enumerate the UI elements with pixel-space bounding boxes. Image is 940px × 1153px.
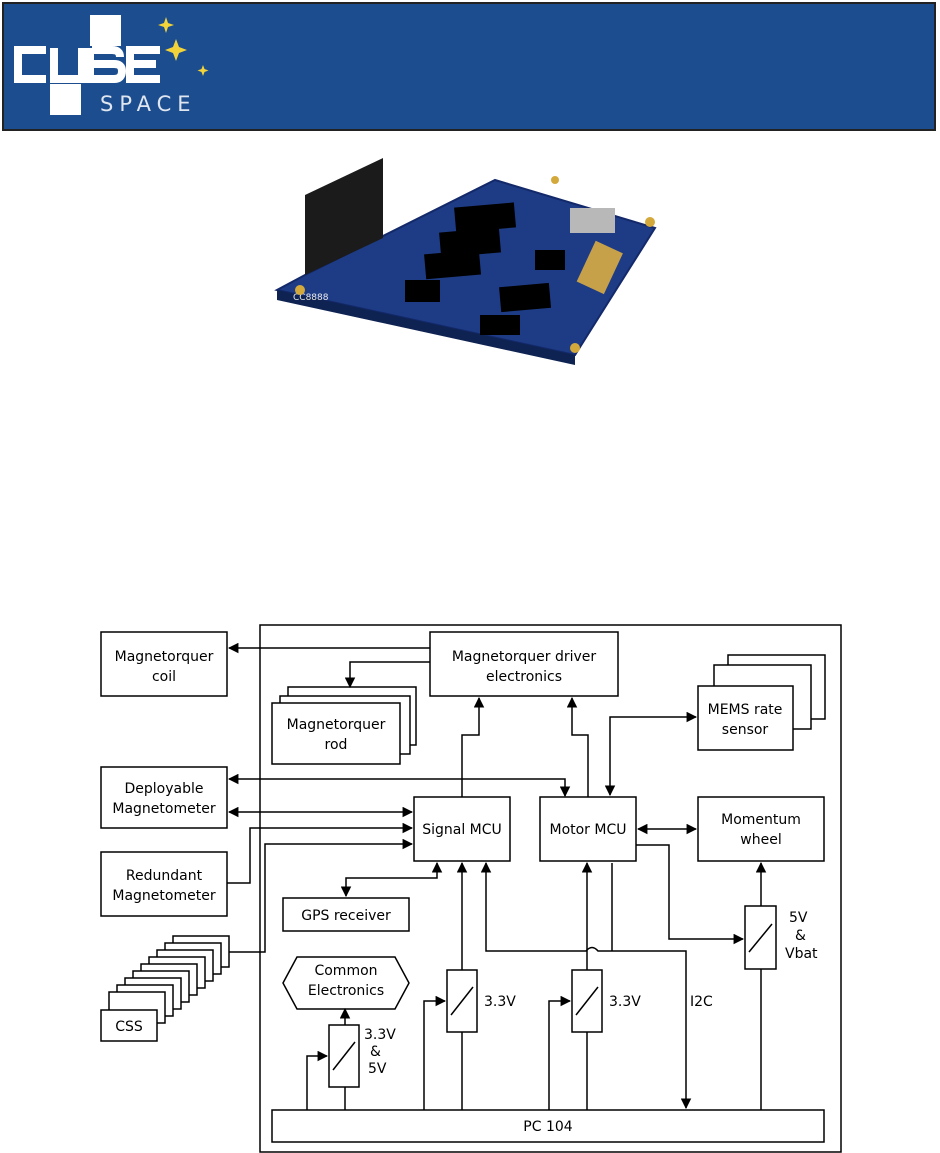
svg-text:3.3V: 3.3V bbox=[484, 994, 516, 1010]
svg-text:Magnetometer: Magnetometer bbox=[112, 888, 215, 904]
svg-text:Magnetometer: Magnetometer bbox=[112, 801, 215, 817]
block-mems bbox=[697, 685, 794, 751]
svg-text:sensor: sensor bbox=[722, 722, 769, 738]
svg-text:3.3V: 3.3V bbox=[364, 1027, 396, 1043]
header-banner: SPACE bbox=[2, 2, 936, 131]
block-pc104 bbox=[271, 1109, 825, 1143]
cubespace-logo: SPACE bbox=[14, 15, 209, 116]
svg-text:3.3V: 3.3V bbox=[609, 994, 641, 1010]
logo-word bbox=[14, 46, 160, 83]
pcb-photo: CC8888 bbox=[274, 158, 657, 365]
block-magnetorquer-rod bbox=[271, 702, 401, 765]
block-gps bbox=[282, 897, 410, 932]
block-common bbox=[282, 956, 410, 1010]
block-momentum-wheel bbox=[697, 796, 825, 862]
block-css bbox=[100, 935, 230, 1042]
svg-text:&: & bbox=[370, 1044, 381, 1060]
block-redundant bbox=[100, 851, 228, 917]
svg-text:Magnetorquer: Magnetorquer bbox=[115, 649, 214, 665]
svg-text:PC 104: PC 104 bbox=[523, 1119, 572, 1135]
svg-text:coil: coil bbox=[152, 669, 176, 685]
svg-text:wheel: wheel bbox=[740, 832, 781, 848]
svg-text:Magnetorquer driver: Magnetorquer driver bbox=[452, 649, 597, 665]
svg-text:Deployable: Deployable bbox=[125, 781, 204, 797]
svg-text:Signal MCU: Signal MCU bbox=[422, 822, 502, 838]
svg-text:5V: 5V bbox=[789, 910, 808, 926]
block-deployable bbox=[100, 766, 228, 829]
header-connector bbox=[305, 158, 383, 275]
svg-text:rod: rod bbox=[325, 737, 348, 753]
svg-text:Vbat: Vbat bbox=[785, 946, 818, 962]
svg-text:&: & bbox=[795, 928, 806, 944]
board-frame bbox=[259, 624, 842, 1153]
svg-text:Momentum: Momentum bbox=[721, 812, 801, 828]
block-magnetorquer-coil bbox=[100, 631, 228, 697]
pcb-silkscreen: CC8888 bbox=[293, 293, 329, 303]
svg-text:MEMS rate: MEMS rate bbox=[708, 702, 783, 718]
svg-text:Electronics: Electronics bbox=[308, 983, 384, 999]
logo-square-bottom bbox=[50, 84, 81, 115]
logo-square-top bbox=[90, 15, 121, 46]
svg-text:Common: Common bbox=[314, 963, 377, 979]
svg-text:5V: 5V bbox=[368, 1061, 387, 1077]
svg-text:Motor MCU: Motor MCU bbox=[549, 822, 626, 838]
svg-text:electronics: electronics bbox=[486, 669, 562, 685]
logo-sub: SPACE bbox=[100, 92, 197, 116]
block-motor-mcu bbox=[539, 796, 637, 862]
block-diagram: Magnetorquer coil Magnetorquer driver el… bbox=[100, 624, 842, 1153]
svg-text:Magnetorquer: Magnetorquer bbox=[287, 717, 386, 733]
svg-text:I2C: I2C bbox=[690, 994, 713, 1010]
switch-common bbox=[328, 1024, 360, 1088]
svg-text:CSS: CSS bbox=[115, 1019, 143, 1035]
svg-text:GPS receiver: GPS receiver bbox=[301, 908, 391, 924]
star-icon bbox=[158, 17, 209, 76]
svg-text:Redundant: Redundant bbox=[126, 868, 203, 884]
block-driver bbox=[429, 631, 619, 697]
sd-card-slot bbox=[570, 208, 615, 233]
